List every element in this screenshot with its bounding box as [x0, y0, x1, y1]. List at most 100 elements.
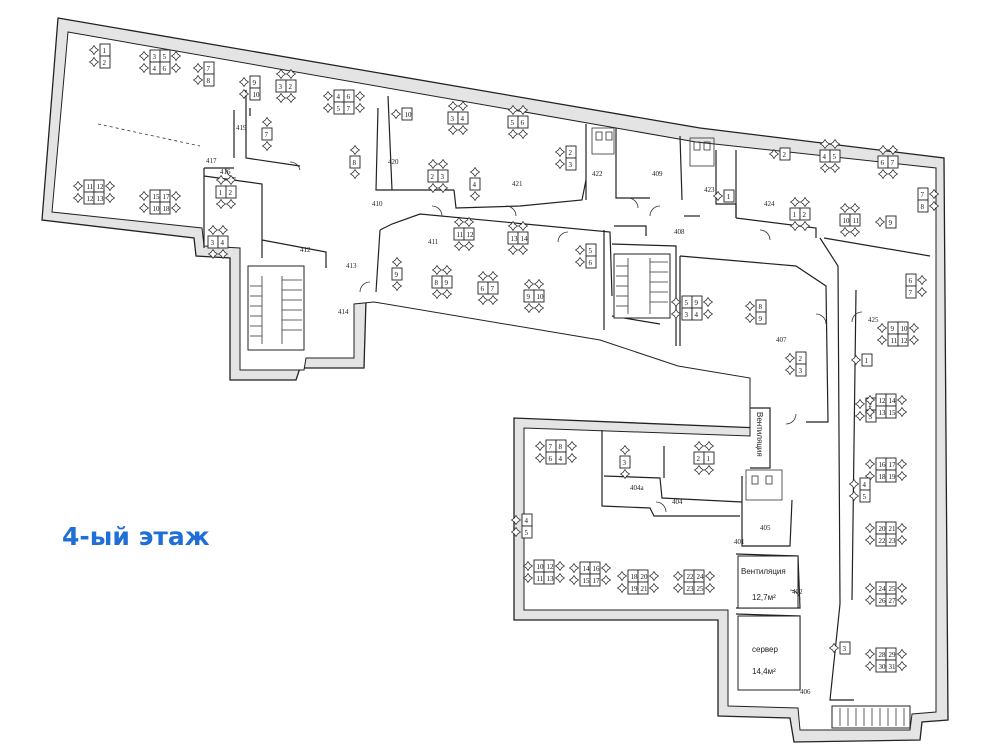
- desk-number: 10: [537, 563, 545, 571]
- desk-number: 9: [253, 79, 257, 87]
- chair-icon: [916, 286, 928, 298]
- desk: [349, 155, 361, 169]
- chair-icon: [828, 642, 840, 654]
- chair-icon: [877, 144, 889, 156]
- desk-number: 11: [853, 217, 860, 225]
- desk: [859, 489, 871, 503]
- chair-icon: [170, 50, 182, 62]
- desk-number: 18: [879, 473, 887, 481]
- desk-number: 1: [707, 455, 711, 463]
- room-421: 421: [512, 180, 523, 188]
- desk: [203, 73, 215, 87]
- chair-icon: [215, 174, 227, 186]
- chair-icon: [672, 570, 684, 582]
- desk-number: 12: [87, 195, 95, 203]
- desk: [829, 149, 841, 163]
- chair-icon: [916, 274, 928, 286]
- chair-icon: [431, 264, 443, 276]
- desk: [249, 87, 261, 101]
- chair-icon: [849, 226, 861, 238]
- desk-number: 7: [549, 443, 553, 451]
- chair-icon: [819, 162, 831, 174]
- chair-icon: [390, 108, 402, 120]
- chair-icon: [453, 240, 465, 252]
- desk-number: 10: [901, 325, 909, 333]
- desk: [469, 177, 481, 191]
- desk-number: 6: [909, 277, 913, 285]
- desk-number: 3: [279, 83, 283, 91]
- chair-icon: [864, 406, 876, 418]
- desk-number: 4: [525, 517, 529, 525]
- shelf-row: [97, 123, 201, 147]
- desk-number: 31: [889, 663, 897, 671]
- desk-number: 7: [347, 105, 351, 113]
- room-408: 408: [674, 228, 685, 236]
- chair-icon: [322, 90, 334, 102]
- chair-icon: [427, 182, 439, 194]
- chair-icon: [864, 534, 876, 546]
- desk: [779, 147, 791, 161]
- desk-number: 2: [697, 455, 701, 463]
- chair-icon: [349, 168, 361, 180]
- desk-number: 24: [879, 585, 887, 593]
- chair-icon: [463, 240, 475, 252]
- desk-number: 9: [759, 315, 763, 323]
- room-417: 417: [206, 157, 217, 165]
- desk: [217, 235, 229, 249]
- desk-number: 12: [879, 397, 887, 405]
- ventchamber-vertical-label: Вентиляция: [755, 412, 764, 457]
- chair-icon: [533, 278, 545, 290]
- chair-icon: [568, 562, 580, 574]
- chair-icon: [896, 660, 908, 672]
- chair-icon: [447, 124, 459, 136]
- chair-icon: [744, 300, 756, 312]
- chair-icon: [819, 138, 831, 150]
- chair-icon: [533, 302, 545, 314]
- desk: [897, 333, 909, 347]
- desk-number: 1: [865, 357, 869, 365]
- chair-icon: [887, 144, 899, 156]
- desk: [225, 185, 237, 199]
- chair-icon: [854, 410, 866, 422]
- chair-icon: [517, 128, 529, 140]
- chair-icon: [874, 216, 886, 228]
- chair-icon: [170, 62, 182, 74]
- desk-number: 2: [869, 401, 873, 409]
- room-422: 422: [592, 170, 603, 178]
- desk-number: 6: [881, 159, 885, 167]
- stair-icon: [247, 265, 305, 351]
- chair-icon: [477, 270, 489, 282]
- chair-icon: [507, 220, 519, 232]
- chair-icon: [693, 464, 705, 476]
- chair-icon: [616, 582, 628, 594]
- chair-icon: [896, 534, 908, 546]
- desk: [517, 231, 529, 245]
- desk: [887, 155, 899, 169]
- chair-icon: [170, 202, 182, 214]
- desk-number: 7: [207, 65, 211, 73]
- desk-number: 10: [537, 293, 545, 301]
- desk: [463, 227, 475, 241]
- room-410: 410: [372, 200, 383, 208]
- desk-number: 12: [97, 183, 105, 191]
- desk-number: 9: [395, 271, 399, 279]
- chair-icon: [908, 334, 920, 346]
- desk: [905, 285, 917, 299]
- room-numbers: 417 416 419 420 421 422 423 424 409 410 …: [206, 124, 879, 696]
- chair-icon: [877, 168, 889, 180]
- desk-number: 5: [863, 493, 867, 501]
- desk-number: 17: [163, 193, 171, 201]
- chair-icon: [522, 572, 534, 584]
- chair-icon: [908, 322, 920, 334]
- chair-icon: [744, 312, 756, 324]
- desk-number: 11: [87, 183, 94, 191]
- chair-icon: [864, 594, 876, 606]
- chair-icon: [138, 62, 150, 74]
- desk-number: 9: [445, 279, 449, 287]
- ventchamber-room: Вентиляция 12,7м²: [737, 555, 799, 609]
- desk-number: 23: [889, 537, 897, 545]
- chair-icon: [648, 582, 660, 594]
- chair-icon: [431, 288, 443, 300]
- desk-number: 5: [685, 299, 689, 307]
- room-420: 420: [388, 158, 399, 166]
